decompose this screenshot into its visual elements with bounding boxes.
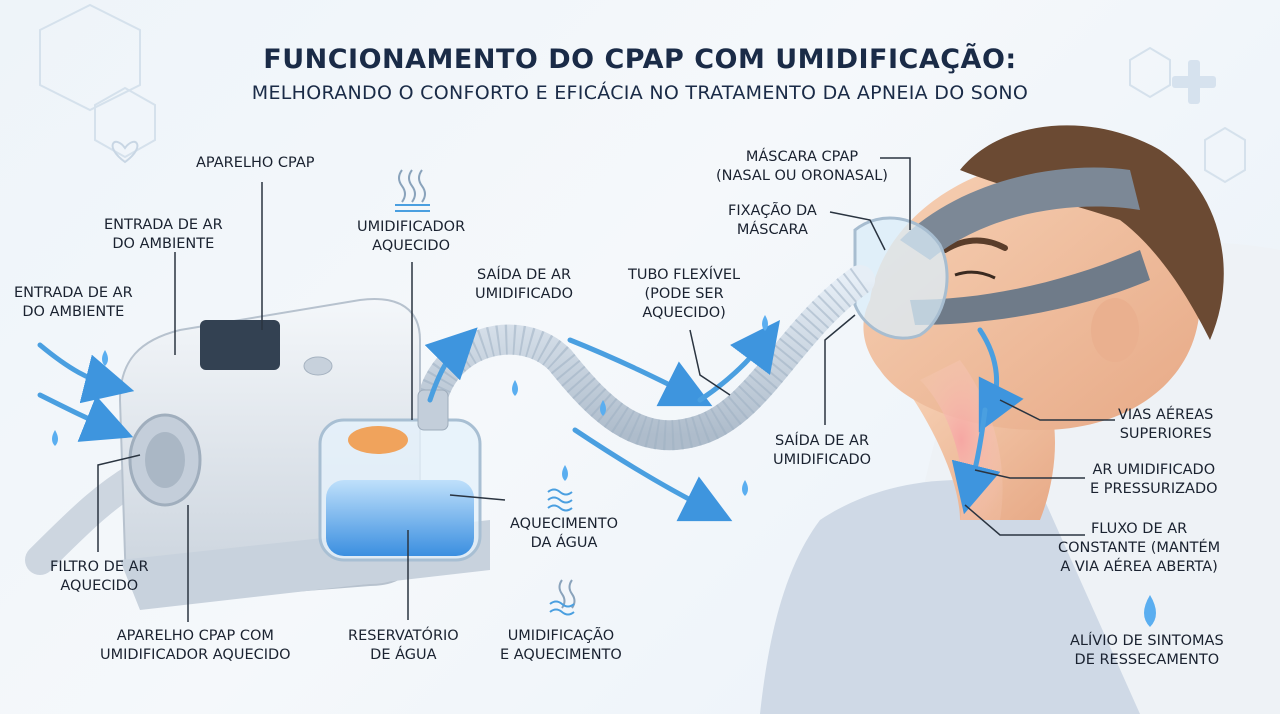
mask-shell (853, 216, 949, 340)
page-subtitle: MELHORANDO O CONFORTO E EFICÁCIA NO TRAT… (251, 82, 1029, 104)
air-flow-arrows (37, 320, 1024, 522)
machine-button (303, 356, 333, 376)
cpap-mask (853, 167, 1150, 340)
background-hexagons (39, 3, 1246, 184)
leader-lines (97, 157, 1115, 622)
label-mascara-cpap: MÁSCARA CPAP(NASAL OU ORONASAL) (716, 149, 888, 184)
ear (1091, 298, 1139, 362)
eyebrow (942, 237, 1008, 253)
eye (954, 270, 996, 280)
machine-screen (200, 320, 280, 370)
mask-strap (900, 167, 1140, 260)
humidification-wave-icon (549, 579, 576, 616)
shoulder (760, 480, 1140, 714)
plus-icon (1172, 60, 1216, 104)
humidifier-chamber (318, 389, 482, 562)
page-title: FUNCIONAMENTO DO CPAP COM UMIDIFICAÇÃO: (263, 44, 1017, 75)
heater-plate (348, 426, 408, 454)
heart-icon (111, 141, 139, 164)
heat-wave-icon (395, 169, 430, 212)
water-reservoir (326, 480, 474, 556)
label-aparelho-cpap: APARELHO CPAP (196, 155, 315, 171)
water-wave-icon (547, 488, 573, 512)
water-droplets (52, 315, 1156, 627)
mask-strap-lower (910, 250, 1150, 325)
